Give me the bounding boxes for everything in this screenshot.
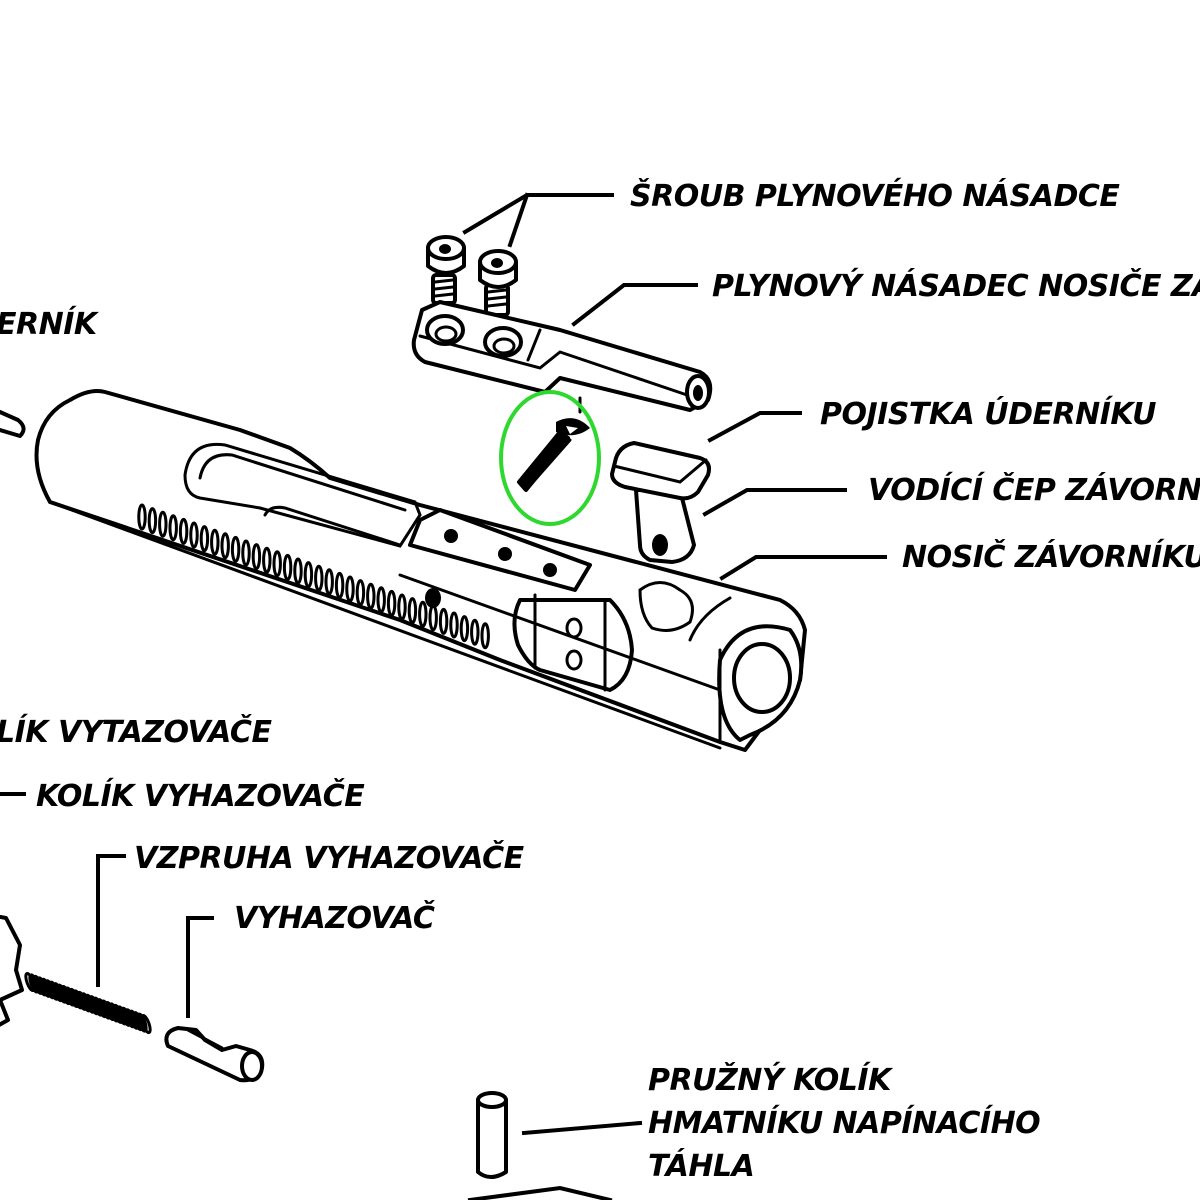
carrier-groove (449, 611, 459, 639)
carrier-groove (282, 553, 293, 581)
carrier-groove (168, 514, 178, 542)
carrier-groove (158, 510, 168, 538)
carrier-groove (147, 507, 158, 535)
leader-gas-key (571, 283, 698, 327)
gas-key (411, 300, 713, 412)
label-gas-key-screw: ŠROUB PLYNOVÉHO NÁSADCE (630, 177, 1120, 214)
label-ejector: VYHAZOVAČ (234, 899, 435, 936)
carrier-groove (303, 561, 314, 589)
carrier-grooves (137, 503, 490, 650)
carrier-groove (428, 604, 438, 632)
carrier-groove (334, 571, 345, 599)
ejector (164, 1026, 265, 1083)
label-cam-pin: VODÍCÍ ČEP ZÁVORNÍKU (868, 471, 1200, 508)
ejector-spring (24, 971, 152, 1035)
carrier-groove (345, 575, 355, 603)
leader-gas-key-screw-a (462, 193, 614, 235)
leader-bolt-carrier (719, 555, 887, 581)
carrier-groove (470, 618, 480, 646)
leader-gas-key-screw-b (507, 192, 530, 248)
leader-charging-handle-pin (521, 1120, 643, 1136)
bolt-carrier (34, 389, 807, 752)
label-charging-handle-pin-2: HMATNÍKU NAPÍNACÍHO (648, 1105, 1040, 1141)
carrier-groove (324, 568, 334, 596)
carrier-groove (397, 593, 407, 621)
label-ejector-spring: VZPRUHA VYHAZOVAČE (134, 839, 525, 876)
carrier-groove (314, 564, 324, 592)
carrier-groove (480, 622, 490, 650)
spring-coil (140, 1014, 152, 1035)
firing-pin-retainer (517, 396, 590, 492)
carrier-groove (355, 579, 366, 607)
bolt-lugs (0, 914, 24, 1027)
label-ejector-pin: KOLÍK VYHAZOVAČE (36, 777, 365, 814)
carrier-groove (189, 521, 199, 549)
label-bolt-carrier: NOSIČ ZÁVORNÍKU (902, 538, 1200, 575)
label-extractor-pin: LÍK VYTAZOVAČE (0, 713, 272, 750)
label-gas-key: PLYNOVÝ NÁSADEC NOSIČE ZÁVO (712, 267, 1200, 304)
carrier-groove (210, 528, 220, 556)
leader-cam-pin (702, 488, 847, 517)
label-charging-handle-pin-3: TÁHLA (648, 1148, 754, 1184)
carrier-groove (262, 546, 272, 574)
carrier-groove (386, 589, 397, 617)
charging-handle-edge (467, 1185, 613, 1200)
highlight-ellipse (499, 390, 601, 526)
leader-ejector-spring (96, 854, 126, 987)
carrier-groove (241, 539, 251, 567)
carrier-groove (199, 525, 210, 553)
charging-handle-roll-pin (476, 1091, 508, 1179)
carrier-groove (407, 597, 418, 625)
carrier-groove (220, 532, 230, 560)
leader-lines (0, 192, 887, 1136)
carrier-groove (230, 535, 241, 563)
carrier-groove (293, 557, 303, 585)
carrier-groove (178, 517, 189, 545)
gas-key-screw-2 (478, 249, 518, 317)
leader-ejector (186, 916, 214, 1018)
cam-pin (610, 441, 711, 564)
label-firing-pin-retainer: POJISTKA ÚDERNÍKU (820, 395, 1156, 432)
carrier-groove (438, 607, 449, 635)
carrier-groove (137, 503, 147, 531)
carrier-groove (418, 600, 428, 628)
carrier-groove (272, 550, 282, 578)
carrier-groove (376, 586, 386, 614)
carrier-groove (366, 582, 376, 610)
leader-firing-pin-retainer (707, 411, 802, 443)
label-firing-pin: ERNÍK (0, 306, 100, 342)
carrier-groove (251, 543, 262, 571)
firing-pin (0, 410, 26, 438)
carrier-groove (459, 615, 470, 643)
label-charging-handle-pin-1: PRUŽNÝ KOLÍK (648, 1062, 894, 1098)
gas-key-screw-1 (426, 235, 466, 305)
